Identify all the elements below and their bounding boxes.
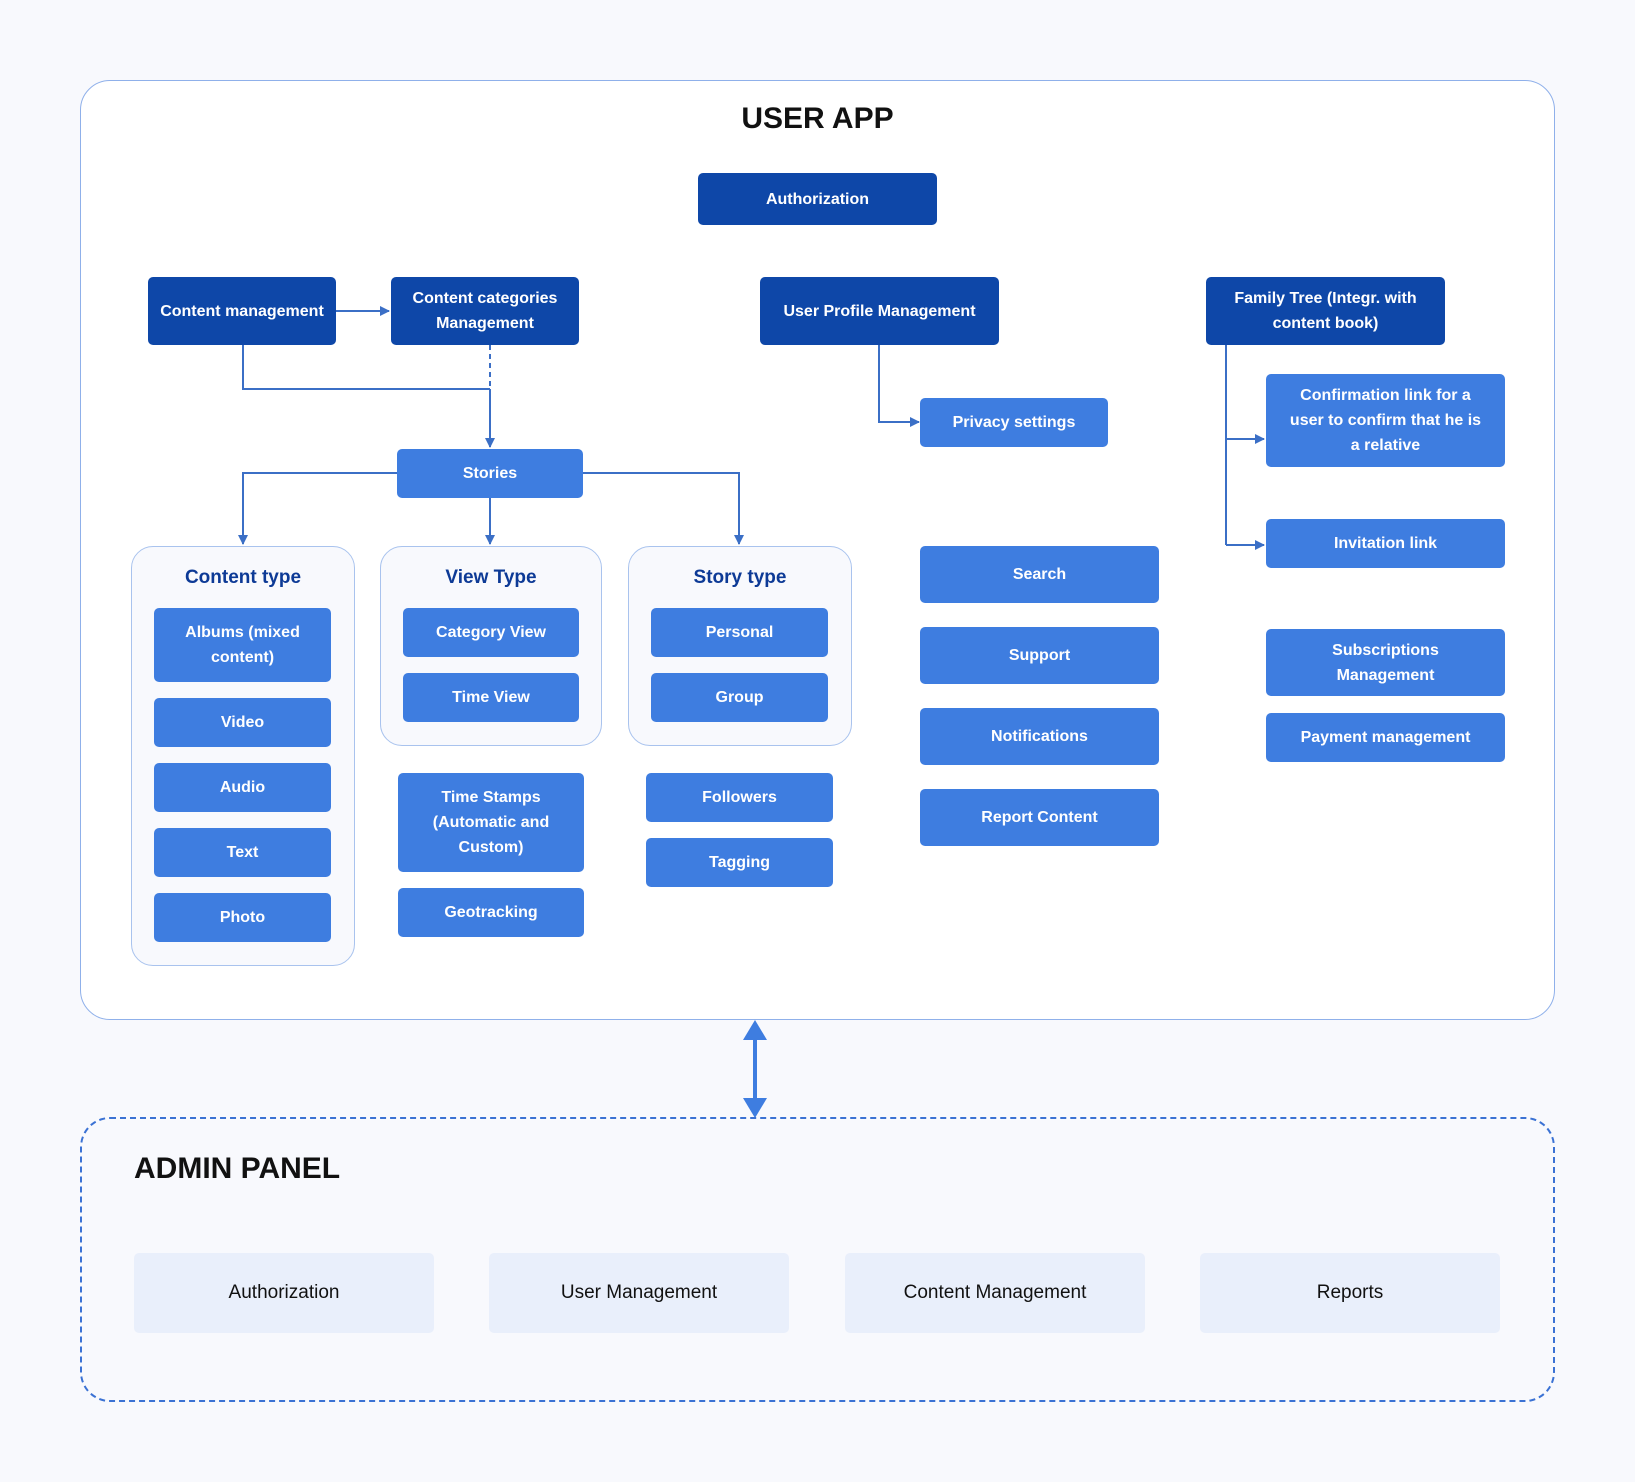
- admin-authorization-box: Authorization: [134, 1253, 434, 1333]
- video-box: Video: [154, 698, 331, 747]
- content-categories-box: Content categories Management: [391, 277, 579, 345]
- invitation-link-box: Invitation link: [1266, 519, 1505, 568]
- user-profile-management-box: User Profile Management: [760, 277, 999, 345]
- report-content-box: Report Content: [920, 789, 1159, 846]
- admin-content-management-box: Content Management: [845, 1253, 1145, 1333]
- confirmation-link-box: Confirmation link for a user to confirm …: [1266, 374, 1505, 467]
- audio-box: Audio: [154, 763, 331, 812]
- followers-box: Followers: [646, 773, 833, 822]
- payment-management-box: Payment management: [1266, 713, 1505, 762]
- time-view-box: Time View: [403, 673, 579, 722]
- privacy-settings-box: Privacy settings: [920, 398, 1108, 447]
- notifications-box: Notifications: [920, 708, 1159, 765]
- admin-panel-frame: [80, 1117, 1555, 1402]
- story-type-title: Story type: [693, 567, 787, 588]
- tagging-box: Tagging: [646, 838, 833, 887]
- admin-panel-title: ADMIN PANEL: [134, 1152, 341, 1185]
- admin-reports-box: Reports: [1200, 1253, 1500, 1333]
- bidirectional-arrow: [743, 1020, 767, 1118]
- content-type-title: Content type: [184, 567, 302, 588]
- search-box: Search: [920, 546, 1159, 603]
- stories-box: Stories: [397, 449, 583, 498]
- subscriptions-management-box: Subscriptions Management: [1266, 629, 1505, 696]
- group-box: Group: [651, 673, 828, 722]
- view-type-title: View Type: [445, 567, 537, 588]
- text-box: Text: [154, 828, 331, 877]
- family-tree-box: Family Tree (Integr. with content book): [1206, 277, 1445, 345]
- geotracking-box: Geotracking: [398, 888, 584, 937]
- admin-user-management-box: User Management: [489, 1253, 789, 1333]
- user-app-title: USER APP: [741, 102, 894, 135]
- photo-box: Photo: [154, 893, 331, 942]
- support-box: Support: [920, 627, 1159, 684]
- albums-box: Albums (mixed content): [154, 608, 331, 682]
- content-management-box: Content management: [148, 277, 336, 345]
- category-view-box: Category View: [403, 608, 579, 657]
- personal-box: Personal: [651, 608, 828, 657]
- authorization-box: Authorization: [698, 173, 937, 225]
- time-stamps-box: Time Stamps (Automatic and Custom): [398, 773, 584, 872]
